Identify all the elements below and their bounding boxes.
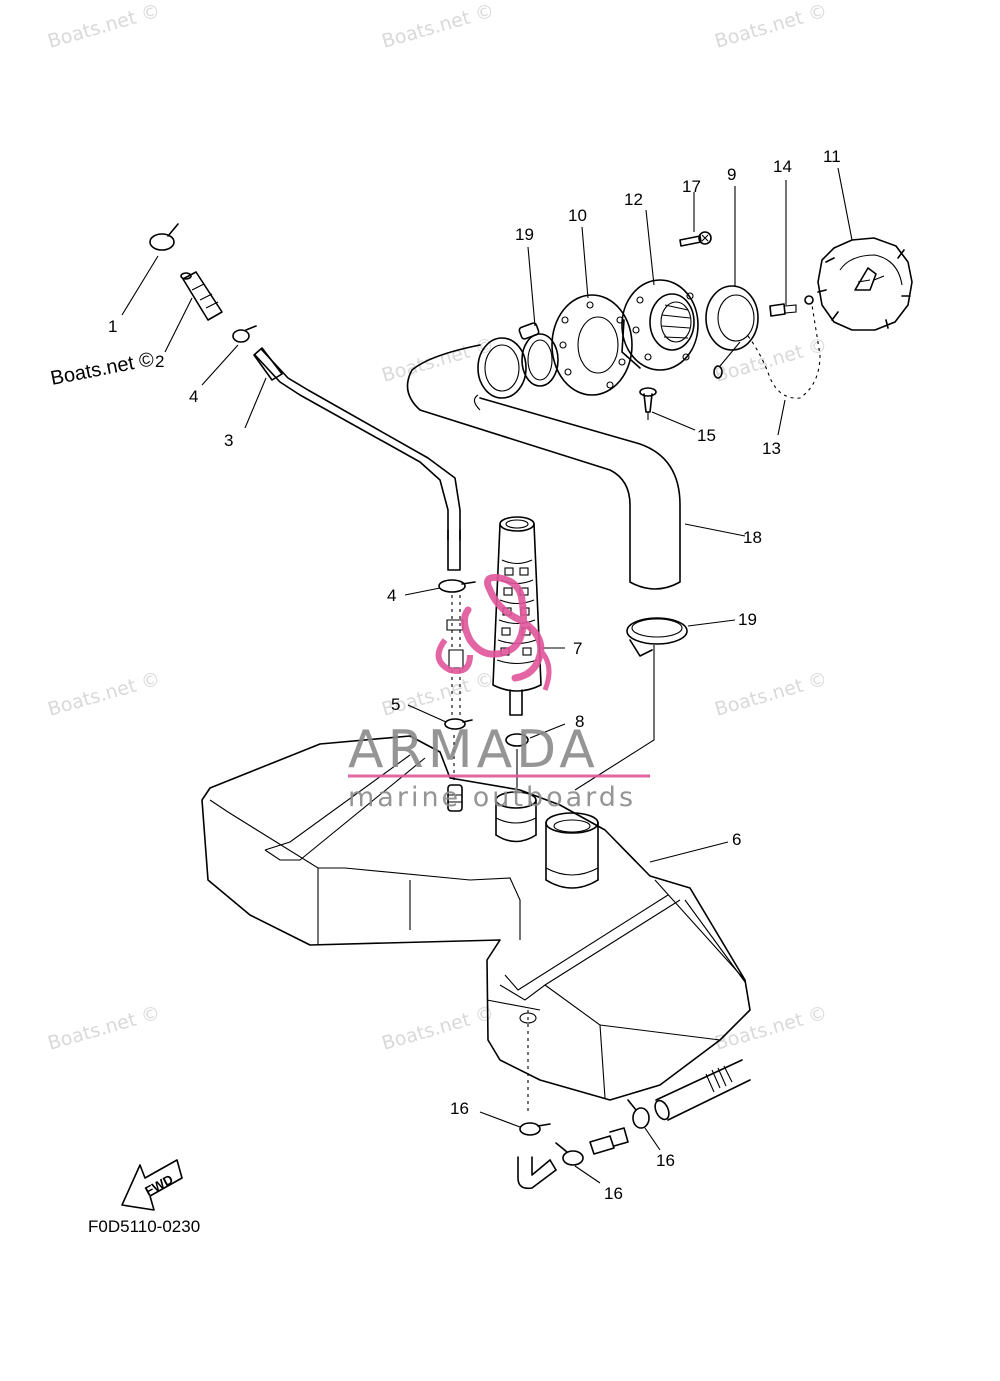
callout-14: 14 bbox=[773, 157, 792, 176]
callout-12: 12 bbox=[624, 190, 643, 209]
callout-1: 1 bbox=[108, 317, 117, 336]
return-fitting bbox=[589, 1127, 629, 1155]
watermark: Boats.net © bbox=[712, 668, 829, 721]
callout-16: 16 bbox=[656, 1151, 675, 1170]
cap-bolt bbox=[769, 303, 797, 317]
hose-clip-bottom-left bbox=[555, 1142, 584, 1166]
o-ring bbox=[477, 337, 527, 399]
return-hose bbox=[654, 1059, 751, 1121]
brand-name: ARMADA bbox=[348, 720, 599, 780]
fuel-connector bbox=[180, 271, 223, 321]
fuel-filler-cap bbox=[817, 237, 913, 331]
callout-3: 3 bbox=[224, 431, 233, 450]
gasket bbox=[551, 294, 633, 396]
filler-neck-flange bbox=[621, 279, 699, 371]
watermark: Boats.net © bbox=[45, 668, 162, 721]
callout-4: 4 bbox=[189, 387, 198, 406]
brand-tagline: marine outboards bbox=[348, 782, 636, 813]
callout-9: 9 bbox=[727, 165, 736, 184]
drain-clip bbox=[519, 1122, 551, 1136]
callout-16: 16 bbox=[450, 1099, 469, 1118]
hose-clip-bottom-right bbox=[627, 1099, 650, 1129]
watermark: Boats.net © bbox=[712, 334, 829, 387]
callout-4: 4 bbox=[387, 586, 396, 605]
hose-clip-lower bbox=[444, 718, 473, 730]
filler-leader-line bbox=[574, 645, 655, 791]
callout-15: 15 bbox=[697, 426, 716, 445]
hose-clip-upper bbox=[232, 325, 257, 343]
callout-5: 5 bbox=[391, 695, 400, 714]
watermark: Boats.net © bbox=[712, 1002, 829, 1055]
figure-code: F0D5110-0230 bbox=[88, 1217, 200, 1236]
callout-numbers: 1 2 3 4 4 5 6 7 8 9 10 11 12 13 14 15 16… bbox=[108, 147, 841, 1203]
copyright-label: Boats.net © bbox=[49, 348, 156, 390]
fuel-tank bbox=[201, 735, 751, 1101]
callout-19: 19 bbox=[515, 225, 534, 244]
hose-clip-mid bbox=[438, 579, 476, 593]
armada-emblem-icon bbox=[461, 574, 545, 682]
callout-2: 2 bbox=[155, 352, 164, 371]
callout-10: 10 bbox=[568, 206, 587, 225]
tank-pickup-neck bbox=[495, 791, 537, 843]
tank-filler-neck bbox=[545, 812, 599, 889]
fwd-arrow-icon: FWD bbox=[121, 1159, 183, 1211]
watermark: Boats.net © bbox=[45, 0, 162, 53]
drain-port bbox=[519, 1012, 537, 1024]
watermark: Boats.net © bbox=[379, 1002, 496, 1055]
callout-11: 11 bbox=[823, 147, 841, 166]
fwd-label: FWD bbox=[142, 1172, 175, 1199]
callout-19: 19 bbox=[738, 610, 757, 629]
elbow-hose bbox=[517, 1156, 557, 1190]
callout-16: 16 bbox=[604, 1184, 623, 1203]
armada-logo: ARMADA marine outboards bbox=[348, 574, 650, 813]
watermark: Boats.net © bbox=[712, 0, 829, 53]
callout-18: 18 bbox=[743, 528, 762, 547]
hose-band-lower bbox=[626, 617, 688, 657]
callout-13: 13 bbox=[762, 439, 781, 458]
leader-lines bbox=[121, 167, 853, 1184]
callout-8: 8 bbox=[575, 712, 584, 731]
watermark: Boats.net © bbox=[45, 1002, 162, 1055]
callout-7: 7 bbox=[573, 639, 582, 658]
watermark-layer: Boats.net © Boats.net © Boats.net © Boat… bbox=[45, 0, 829, 1055]
tank-outlet-fitting bbox=[447, 784, 463, 812]
filler-hose bbox=[406, 344, 681, 590]
cap-chain bbox=[713, 295, 821, 399]
callout-6: 6 bbox=[732, 830, 741, 849]
watermark: Boats.net © bbox=[379, 0, 496, 53]
cap-seal-ring bbox=[705, 285, 759, 351]
hose-end-fitting bbox=[253, 347, 283, 381]
screw bbox=[679, 231, 712, 247]
hose-clip-top bbox=[149, 223, 179, 251]
hose-band-upper bbox=[518, 322, 559, 387]
callout-17: 17 bbox=[682, 177, 701, 196]
fuel-hose bbox=[254, 349, 461, 571]
rivet bbox=[639, 387, 657, 420]
